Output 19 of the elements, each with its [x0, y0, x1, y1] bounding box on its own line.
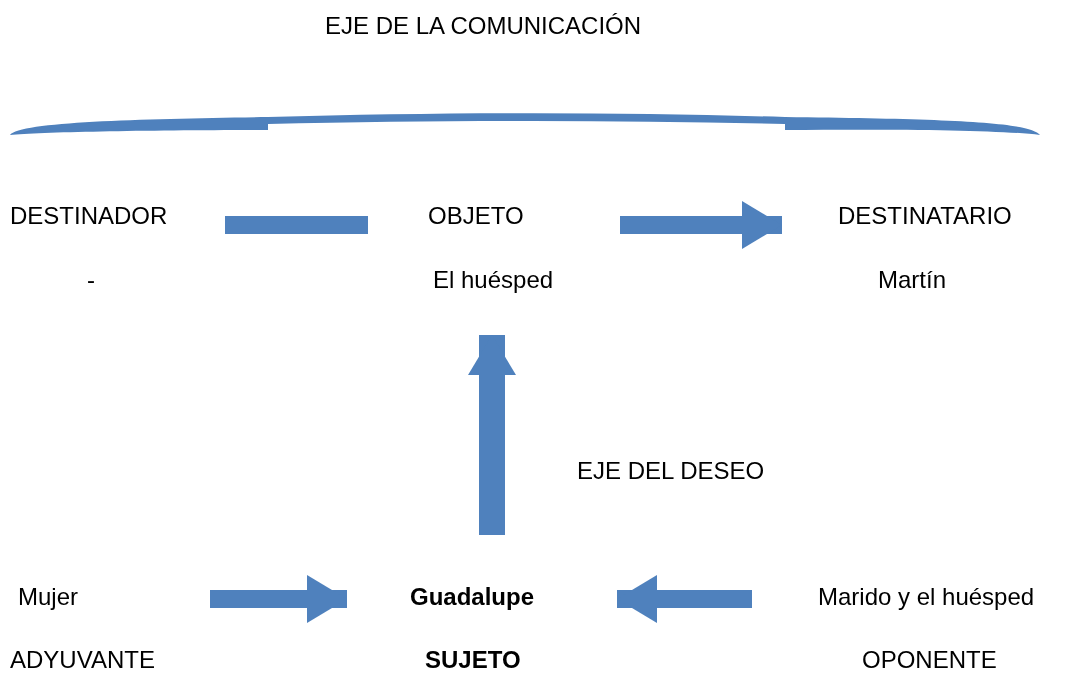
node-text: - — [87, 266, 95, 294]
node-text: ADYUVANTE — [10, 646, 155, 674]
block-arrow — [210, 575, 347, 623]
block-arrow — [620, 201, 782, 249]
node-heading: Guadalupe — [410, 583, 535, 611]
node-heading: Marido y el huésped — [818, 583, 1035, 611]
node-text: El huésped — [433, 266, 554, 294]
block-arrow — [617, 575, 752, 623]
node-text: Martín — [878, 266, 946, 294]
node-heading: DESTINADOR — [10, 202, 168, 230]
node-text: SUJETO — [425, 646, 521, 674]
block-arrow — [468, 335, 516, 535]
node-heading: OBJETO — [428, 202, 524, 230]
axis-label: EJE DEL DESEO — [577, 457, 765, 485]
node-text: OPONENTE — [862, 646, 997, 674]
connector-bar — [225, 216, 368, 234]
axis-label: EJE DE LA COMUNICACIÓN — [325, 12, 642, 40]
node-heading: Mujer — [18, 583, 78, 611]
node-heading: DESTINATARIO — [838, 202, 1012, 230]
